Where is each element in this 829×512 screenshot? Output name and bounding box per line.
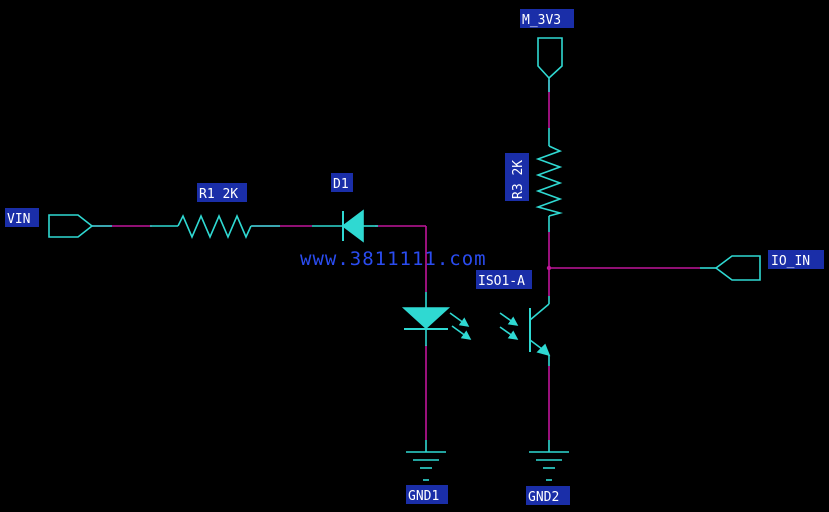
d1-label: D1 — [333, 177, 349, 192]
d1-diode-icon — [312, 209, 378, 243]
gnd2-ground-icon — [529, 440, 569, 481]
vin-port-icon — [48, 214, 112, 238]
iso1-label: ISO1-A — [478, 274, 525, 289]
m-3v3-label: M_3V3 — [522, 13, 561, 28]
r3-resistor-icon — [535, 128, 564, 232]
labels: VIN R1 2K D1 R3 2K M_3V3 IO_IN ISO1-A GN… — [7, 13, 810, 505]
r1-label: R1 2K — [199, 187, 238, 202]
phototransistor-icon — [499, 296, 551, 366]
junction-dot — [546, 265, 552, 271]
io-in-port-icon — [700, 255, 761, 281]
watermark-text: www.3811111.com — [300, 248, 487, 270]
vin-label: VIN — [7, 212, 30, 227]
r3-label: R3 2K — [511, 160, 526, 199]
label-boxes — [5, 9, 824, 505]
io-in-label: IO_IN — [771, 254, 810, 269]
r1-resistor-icon — [150, 213, 280, 240]
components — [48, 37, 761, 481]
m-3v3-power-port-icon — [537, 37, 563, 92]
gnd1-ground-icon — [406, 440, 446, 481]
led-emitter-icon — [401, 292, 472, 346]
gnd2-label: GND2 — [528, 490, 559, 505]
gnd1-label: GND1 — [408, 489, 439, 504]
